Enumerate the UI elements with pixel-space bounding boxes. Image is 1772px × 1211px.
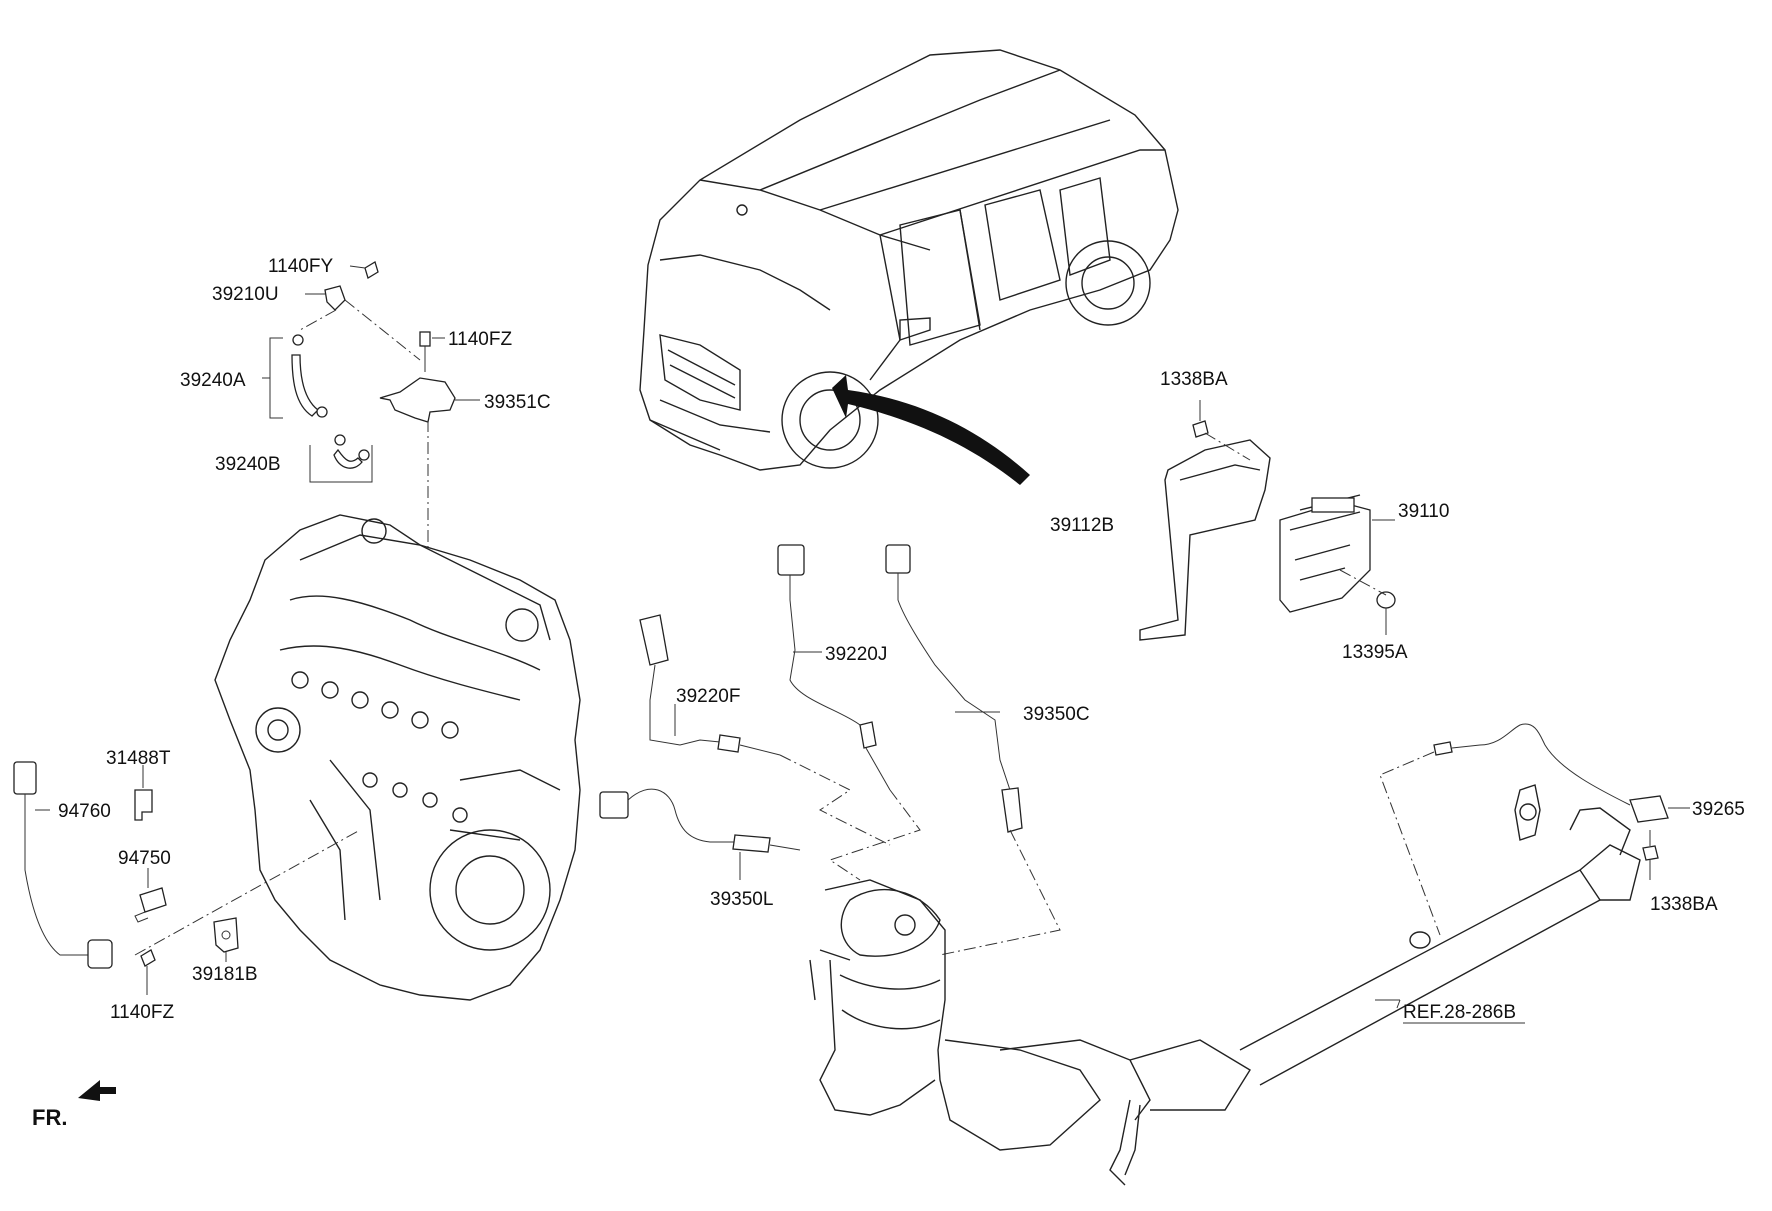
label-1140FZ-bottom: 1140FZ: [110, 1002, 174, 1023]
vehicle-illustration: [639, 49, 1179, 471]
label-39210U: 39210U: [212, 284, 279, 305]
exhaust-catalyst: [809, 784, 1641, 1186]
label-39181B: 39181B: [192, 964, 258, 985]
label-leader-lines: [1375, 999, 1401, 1009]
label-1338BA-bottom: 1338BA: [1650, 894, 1718, 915]
label-1338BA-top: 1338BA: [1160, 369, 1228, 390]
label-39265: 39265: [1692, 799, 1745, 820]
part-labels: 1140FY 39210U 1140FZ 39240A 39351C 39240…: [32, 256, 1745, 1130]
label-1140FY: 1140FY: [268, 256, 333, 277]
label-39240B: 39240B: [215, 454, 281, 475]
left-sensor-group: [13, 761, 239, 995]
location-pointer-arrow-icon: [832, 375, 1030, 485]
label-39220J: 39220J: [825, 644, 887, 665]
map-sensor-assembly: [262, 261, 480, 550]
label-94760: 94760: [58, 801, 111, 822]
label-39350L: 39350L: [710, 889, 773, 910]
right-sensor-group: [1379, 723, 1690, 936]
label-1140FZ-top: 1140FZ: [448, 329, 512, 350]
label-front: FR.: [32, 1105, 67, 1130]
label-39220F: 39220F: [676, 686, 740, 707]
label-31488T: 31488T: [106, 748, 171, 769]
label-ref-28-286B: REF.28-286B: [1403, 1002, 1516, 1023]
label-39110: 39110: [1398, 501, 1449, 522]
label-39351C: 39351C: [484, 392, 551, 413]
front-direction-arrow-icon: [78, 1080, 116, 1101]
label-94750: 94750: [118, 848, 171, 869]
ecu-assembly: [1139, 400, 1396, 641]
label-39112B: 39112B: [1050, 515, 1114, 536]
label-39240A: 39240A: [180, 370, 246, 391]
label-13395A: 13395A: [1342, 642, 1408, 663]
engine-block: [134, 514, 581, 1001]
label-39350C: 39350C: [1023, 704, 1090, 725]
exhaust-sensor-group: [599, 544, 1061, 956]
